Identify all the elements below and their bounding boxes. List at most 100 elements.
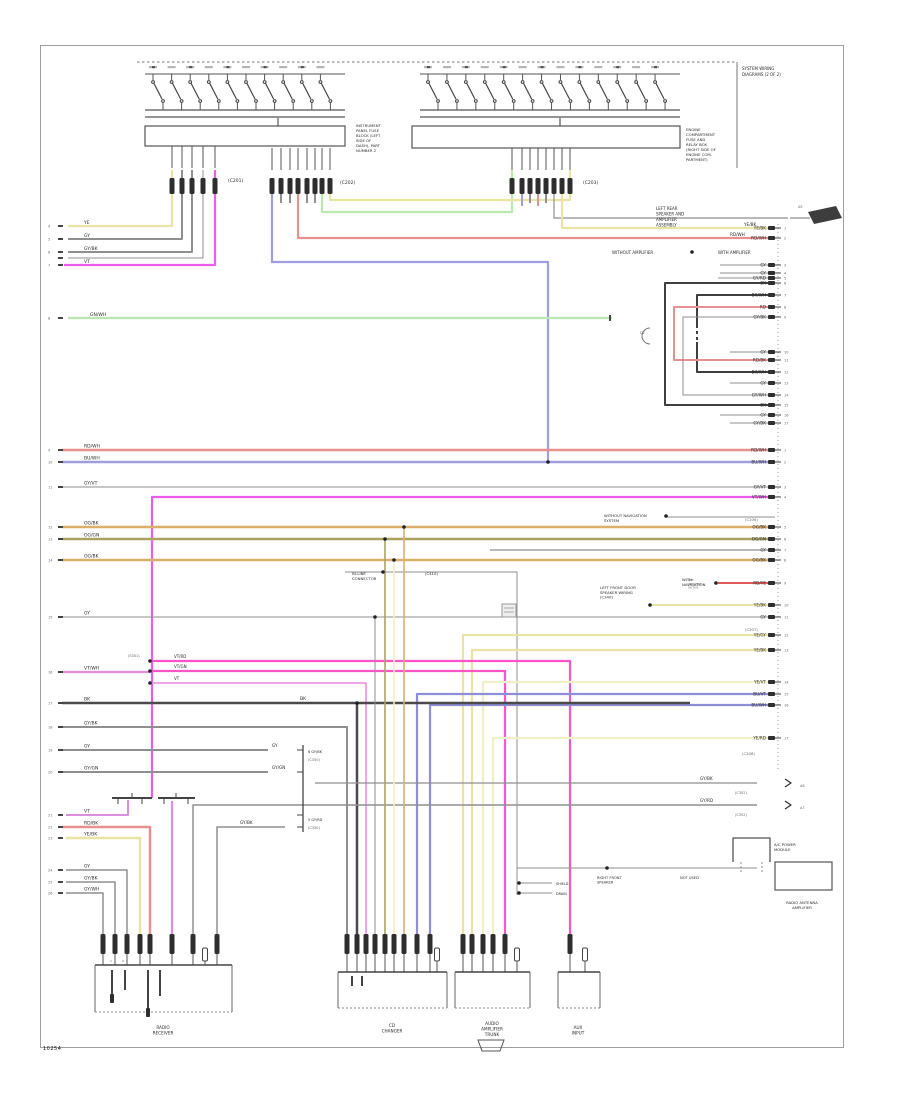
fuse-terminal bbox=[299, 80, 304, 84]
fuse-terminal bbox=[161, 99, 165, 103]
stub-cap bbox=[146, 1008, 150, 1017]
wire-code-label: GY bbox=[84, 611, 90, 617]
wire-code-label: GY/BK bbox=[84, 876, 99, 882]
connector-pin bbox=[567, 178, 573, 194]
page-number: 10254 bbox=[43, 1046, 62, 1052]
label: GY/BK bbox=[700, 776, 713, 781]
connector-pin bbox=[312, 178, 318, 194]
bus-bar bbox=[411, 125, 681, 149]
fuse-terminal bbox=[482, 80, 487, 84]
fuse-terminal bbox=[558, 80, 563, 84]
inline-connector-arc bbox=[641, 327, 651, 345]
fuse-terminal bbox=[318, 80, 323, 84]
fuse-switch-blade bbox=[542, 83, 552, 100]
wire-code-label: GY bbox=[84, 744, 90, 750]
wire-code-label: GY bbox=[84, 864, 90, 870]
pin-number: 5 bbox=[784, 277, 786, 281]
label: GY/RD bbox=[700, 798, 713, 803]
fuse-switch-blade bbox=[504, 83, 514, 100]
label: A6 bbox=[800, 784, 805, 788]
fuse-terminal bbox=[151, 80, 155, 84]
fuse-id-mark bbox=[480, 66, 489, 69]
pin-number: 14 bbox=[784, 681, 789, 685]
fuse-terminal bbox=[625, 99, 630, 103]
wire-code-label: GY/WH bbox=[752, 393, 766, 398]
fuse-terminal bbox=[492, 99, 497, 103]
right-pin-cap bbox=[768, 263, 775, 267]
right-pin-cap bbox=[768, 293, 775, 297]
fuse-terminal bbox=[244, 80, 248, 84]
wire-code-label: VT/WH bbox=[84, 666, 99, 672]
pin-number: 13 bbox=[784, 649, 788, 653]
wire-code-label: YE/BK bbox=[83, 832, 98, 838]
off-page-arrow bbox=[808, 206, 842, 224]
fuse-switch-blade bbox=[447, 83, 457, 100]
fuse-id-mark-dark bbox=[427, 66, 430, 69]
pin-number: 16 bbox=[784, 704, 788, 708]
wire bbox=[66, 881, 116, 938]
wire-code-label: BU/WH bbox=[751, 703, 766, 708]
fuse-id-mark-dark bbox=[578, 66, 582, 69]
connector-pin bbox=[363, 934, 369, 954]
right-pin-cap bbox=[768, 315, 775, 319]
wire bbox=[64, 170, 217, 267]
pin-number: 8 bbox=[784, 559, 786, 563]
right-pin-cap bbox=[768, 403, 775, 407]
connector-pin bbox=[490, 934, 496, 954]
pin-number: 25 bbox=[48, 881, 52, 885]
wire-code-label: GY bbox=[760, 548, 766, 553]
label: WITHOUT AMPLIFIER bbox=[612, 250, 653, 255]
connector-pin bbox=[100, 934, 106, 954]
wire-code-label: YE/BK bbox=[753, 226, 766, 231]
fuse-terminal bbox=[653, 80, 657, 84]
wire bbox=[152, 669, 507, 938]
fuse-id-mark bbox=[556, 66, 565, 69]
junction-dot bbox=[148, 659, 152, 663]
wire bbox=[192, 804, 757, 938]
right-pin-cap bbox=[768, 603, 775, 607]
junction-dot bbox=[148, 669, 152, 673]
pin-number: 3 bbox=[784, 486, 786, 490]
fuse-terminal bbox=[511, 99, 516, 103]
wire-code-label: RD/BK bbox=[753, 358, 766, 363]
fuse-switch-blade bbox=[320, 83, 330, 100]
pin-number: 18 bbox=[48, 726, 52, 730]
connector-pin bbox=[535, 178, 541, 194]
right-pin-cap bbox=[768, 495, 775, 499]
right-pin-cap bbox=[768, 271, 775, 275]
right-pin-cap bbox=[768, 581, 775, 585]
right-pin-cap bbox=[768, 393, 775, 397]
pin-number: 6 bbox=[48, 251, 50, 255]
fuse-terminal bbox=[254, 99, 258, 103]
pin-number: 21 bbox=[48, 814, 52, 818]
pin-number: 15 bbox=[48, 616, 52, 620]
label: VT/RD bbox=[174, 654, 186, 659]
wire-code-label: OG/BK bbox=[84, 554, 100, 560]
right-pin-cap bbox=[768, 370, 775, 374]
wire-code-label: GY/RD bbox=[753, 276, 766, 281]
label: RD/WH bbox=[730, 232, 745, 237]
wire bbox=[66, 836, 142, 938]
right-pin-cap bbox=[768, 558, 775, 562]
pin-number: 1 bbox=[784, 449, 786, 453]
wire-code-label: GY bbox=[760, 413, 766, 418]
connector-pin bbox=[502, 934, 508, 954]
fuse-terminal bbox=[169, 80, 174, 84]
wire bbox=[296, 194, 775, 240]
connector-pin bbox=[287, 178, 293, 194]
fuse-terminal bbox=[188, 80, 193, 84]
connector-pin bbox=[304, 178, 310, 194]
wire bbox=[428, 703, 775, 938]
junction-dot bbox=[148, 681, 152, 685]
pin-number: 2 bbox=[784, 237, 786, 241]
wire bbox=[696, 294, 775, 325]
pin-number: 17 bbox=[48, 702, 52, 706]
fuse-switch-blade bbox=[560, 83, 570, 100]
junction-dot bbox=[517, 891, 521, 895]
connector-pin bbox=[567, 934, 573, 954]
